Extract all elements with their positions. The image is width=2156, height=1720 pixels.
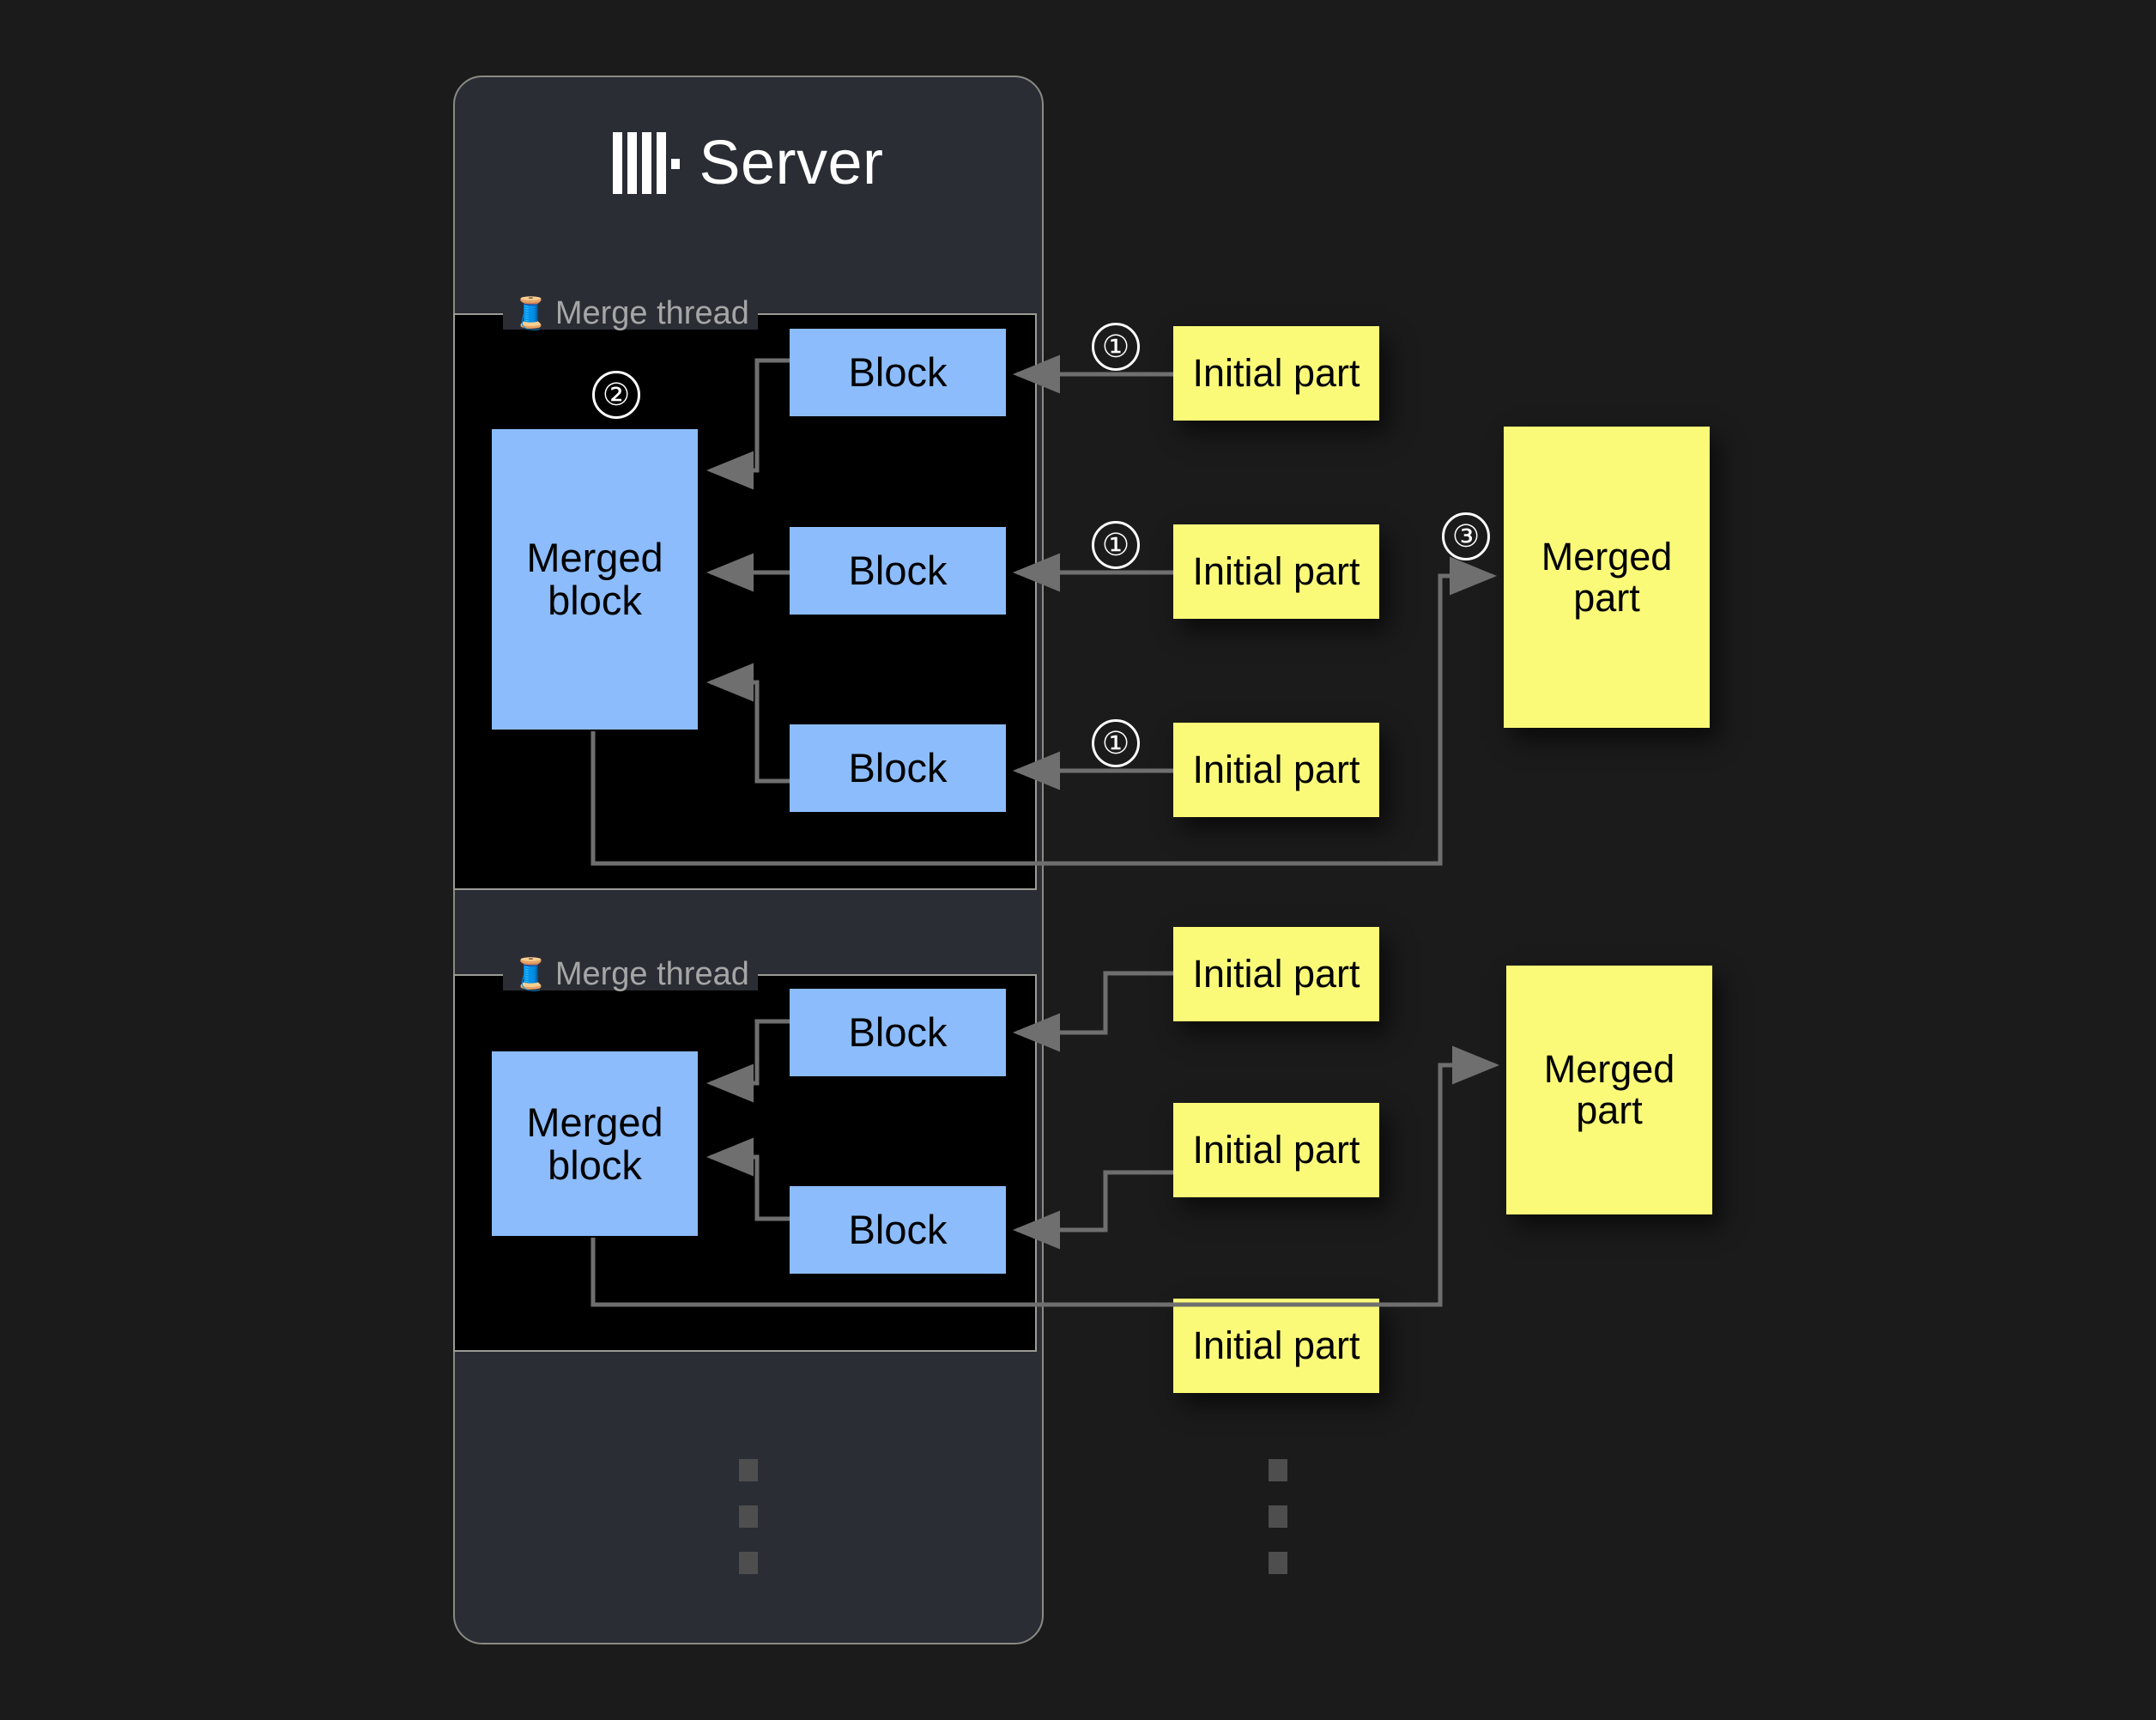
initial-part-2-1: Initial part [1173, 927, 1379, 1021]
merged-part-2: Merged part [1506, 966, 1712, 1214]
step-marker-1-c: ① [1092, 719, 1140, 767]
initial-part-2-2: Initial part [1173, 1103, 1379, 1197]
block-1-1: Block [790, 329, 1006, 416]
initial-part-1-1: Initial part [1173, 326, 1379, 421]
thread-spool-icon: 🧵 [512, 956, 550, 991]
block-2-2: Block [790, 1186, 1006, 1274]
clickhouse-logo-icon [613, 132, 681, 194]
thread-spool-icon: 🧵 [512, 295, 550, 330]
block-1-3: Block [790, 724, 1006, 812]
merged-block-2: Merged block [492, 1051, 698, 1236]
step-marker-1-b: ① [1092, 521, 1140, 569]
block-2-1: Block [790, 989, 1006, 1076]
server-title-text: Server [699, 129, 884, 197]
merge-thread-2-label-text: Merge thread [554, 956, 749, 992]
parts-ellipsis [1269, 1459, 1287, 1574]
step-marker-1-a: ① [1092, 323, 1140, 371]
server-ellipsis [739, 1459, 758, 1574]
merge-thread-1-label: 🧵 Merge thread [503, 297, 758, 330]
server-title: Server [453, 116, 1044, 210]
initial-part-1-3: Initial part [1173, 723, 1379, 817]
step-marker-2: ② [592, 371, 640, 419]
merge-thread-2-label: 🧵 Merge thread [503, 958, 758, 990]
block-1-2: Block [790, 527, 1006, 615]
initial-part-1-2: Initial part [1173, 524, 1379, 619]
merge-thread-1-label-text: Merge thread [554, 295, 749, 331]
merged-block-1: Merged block [492, 429, 698, 730]
initial-part-3-1: Initial part [1173, 1299, 1379, 1393]
merged-part-1: Merged part [1504, 427, 1710, 728]
step-marker-3: ③ [1442, 512, 1490, 560]
